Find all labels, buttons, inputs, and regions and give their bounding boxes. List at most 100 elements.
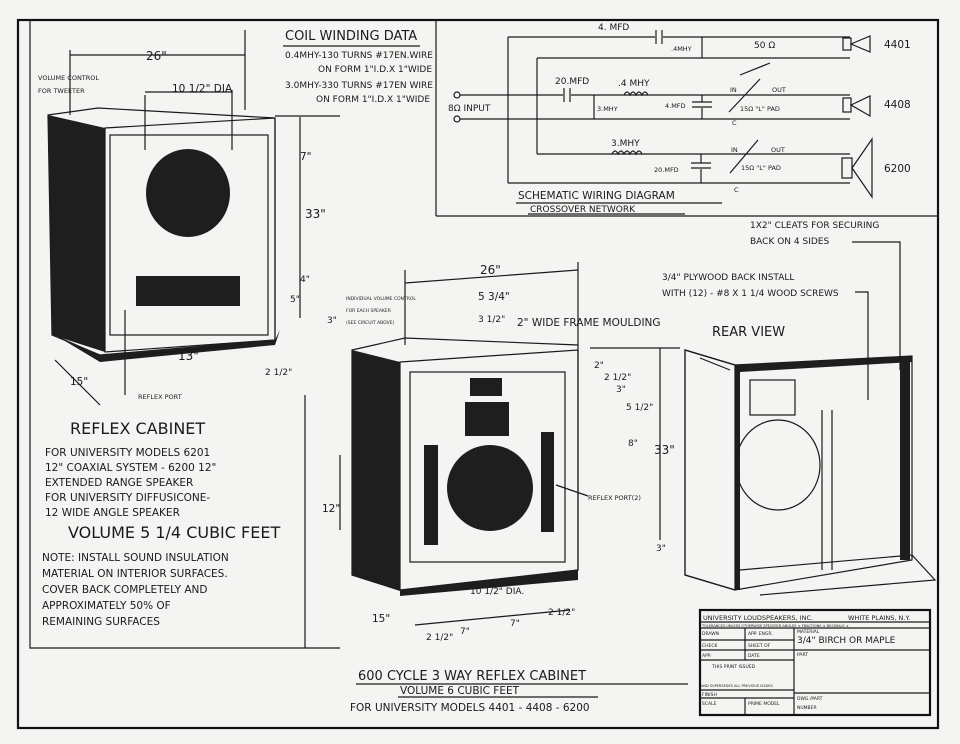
drawing-label: 600 CYCLE 3 WAY REFLEX CABINET xyxy=(358,669,586,684)
drawing-label: .4MHY xyxy=(671,45,692,53)
drawing-label: 3 1/2" xyxy=(478,315,505,325)
drawing-label: 5 3/4" xyxy=(478,291,510,303)
rear-view-drawing: REAR VIEW 1X2" CLEATS FOR SECURING BACK … xyxy=(662,221,937,596)
drawing-label: NUMBER xyxy=(797,705,817,711)
drawing-label: WHITE PLAINS, N.Y. xyxy=(848,614,910,622)
drawing-label: 6200 xyxy=(884,163,911,175)
drawing-label: CROSSOVER NETWORK xyxy=(530,205,636,215)
title-block: UNIVERSITY LOUDSPEAKERS, INC. WHITE PLAI… xyxy=(698,608,932,717)
input-terminal xyxy=(453,115,461,123)
three-way-cabinet-drawing: 26" INDIVIDUAL VOLUME CONTROL FOR EACH S… xyxy=(322,262,688,714)
drawing-label: OUT xyxy=(771,146,785,154)
drawing-label: APPROXIMATELY 50% OF xyxy=(42,600,171,612)
drawing-label: NOTE: INSTALL SOUND INSULATION xyxy=(42,552,229,564)
drawing-label: 3.MHY xyxy=(597,105,618,113)
drawing-label: APP. ENGR. xyxy=(748,631,773,637)
drawing-label: VOLUME 6 CUBIC FEET xyxy=(400,685,520,697)
drawing-label: SHEET OF xyxy=(748,643,771,649)
drawing-label: 0.4MHY-130 TURNS #17EN.WIRE xyxy=(285,51,433,61)
drawing-label: REFLEX PORT(2) xyxy=(588,494,641,502)
drawing-label: 3" xyxy=(327,316,337,326)
drawing-label: VOLUME CONTROL xyxy=(38,74,99,82)
drawing-label: DRAWN xyxy=(702,631,719,637)
drawing-label: REAR VIEW xyxy=(712,325,785,340)
drawing-label: AND SUPERSEDES ALL PREVIOUS ISSUES xyxy=(701,684,774,688)
drawing-label: 13" xyxy=(178,349,199,363)
drawing-label: 7" xyxy=(300,151,312,163)
schematic-wiring-diagram: 4. MFD .4MHY 50 Ω 20.MFD .4 MHY 3.MHY 4.… xyxy=(448,23,911,215)
drawing-label: WITH (12) - #8 X 1 1/4 WOOD SCREWS xyxy=(662,289,839,299)
drawing-label: FOR UNIVERSITY DIFFUSICONE- xyxy=(45,492,210,504)
drawing-label: DWG./PART xyxy=(797,696,823,702)
drawing-label: 5 1/2" xyxy=(626,403,653,413)
drawing-label: 2" WIDE FRAME MOULDING xyxy=(517,317,661,329)
drawing-label: OUT xyxy=(772,86,786,94)
drawing-label: VOLUME 5 1/4 CUBIC FEET xyxy=(68,523,280,542)
drawing-label: 4. MFD xyxy=(598,23,629,33)
drawing-label: FINISH xyxy=(702,692,717,698)
drawing-label: 50 Ω xyxy=(754,41,775,51)
drawing-label: 33" xyxy=(654,443,675,457)
drawing-label: 2 1/2" xyxy=(604,373,631,383)
drawing-label: 2 1/2" xyxy=(426,633,453,643)
drawing-label: 3/4" PLYWOOD BACK INSTALL xyxy=(662,273,794,283)
drawing-label: PRIME MODEL xyxy=(748,701,780,707)
coil-winding-data: COIL WINDING DATA 0.4MHY-130 TURNS #17EN… xyxy=(283,29,433,105)
drawing-label: INDIVIDUAL VOLUME CONTROL xyxy=(346,296,416,302)
speaker-cutout xyxy=(447,445,533,531)
drawing-label: 15" xyxy=(70,376,88,388)
sheet-border xyxy=(16,18,940,730)
drawing-label: REFLEX CABINET xyxy=(70,419,205,438)
drawing-label: .4 MHY xyxy=(618,79,650,89)
drawing-label: 4" xyxy=(300,275,310,285)
reflex-port xyxy=(136,276,240,306)
drawing-label: 12" xyxy=(322,503,340,515)
drawing-label: 1X2" CLEATS FOR SECURING xyxy=(750,221,879,231)
drawing-label: 3.MHY xyxy=(611,139,640,149)
drawing-label: C xyxy=(734,186,739,194)
drawing-label: CHECK xyxy=(702,643,719,649)
drawing-label: 4408 xyxy=(884,99,911,111)
drawing-label: 33" xyxy=(305,207,326,221)
reflex-cabinet-drawing: 26" 10 1/2" DIA VOLUME CONTROL FOR TWEET… xyxy=(38,30,340,628)
drawing-label: ON FORM 1"I.D.X 1"WIDE xyxy=(318,65,432,75)
drawing-label: 20.MFD xyxy=(654,166,679,174)
drawing-label: (SEE CIRCUIT ABOVE) xyxy=(346,320,395,326)
drawing-label: SCHEMATIC WIRING DIAGRAM xyxy=(518,190,675,202)
drawing-label: FOR UNIVERSITY MODELS 4401 - 4408 - 6200 xyxy=(350,702,590,714)
drawing-label: 10 1/2" DIA. xyxy=(470,587,524,597)
drawing-label: 12 WIDE ANGLE SPEAKER xyxy=(45,507,180,519)
drawing-label: 3.0MHY-330 TURNS #17EN WIRE xyxy=(285,81,433,91)
drawing-label: REMAINING SURFACES xyxy=(42,616,160,628)
drawing-label: 3" xyxy=(616,385,626,395)
drawing-label: COIL WINDING DATA xyxy=(285,29,417,44)
drawing-label: 8Ω INPUT xyxy=(448,104,491,114)
drawing-label: 4.MFD xyxy=(665,102,686,110)
drawing-label: 20.MFD xyxy=(555,77,589,87)
drawing-label: FOR EACH SPEAKER xyxy=(346,308,391,314)
drawing-label: IN xyxy=(731,146,738,154)
drawing-label: MATERIAL xyxy=(797,629,820,635)
drawing-label: SCALE xyxy=(702,701,717,707)
drawing-label: 10 1/2" DIA xyxy=(172,83,233,95)
drawing-label: PART xyxy=(797,652,808,658)
drawing-label: 2" xyxy=(594,361,604,371)
drawing-label: 2 1/2" xyxy=(265,368,292,378)
drawing-label: THIS PRINT ISSUED xyxy=(711,664,756,670)
drawing-label: TOLERANCES UNLESS OTHERWISE SPECIFIED AN… xyxy=(701,624,849,628)
drawing-label: DATE xyxy=(748,653,760,659)
drawing-label: BACK ON 4 SIDES xyxy=(750,237,829,247)
drawing-label: 3/4" BIRCH OR MAPLE xyxy=(797,636,896,646)
drawing-label: C xyxy=(732,119,737,127)
drawing-label: 5" xyxy=(290,295,300,305)
drawing-label: 4401 xyxy=(884,39,911,51)
drawing-label: ON FORM 1"I.D.X 1"WIDE xyxy=(316,95,430,105)
speaker-cutout xyxy=(146,149,230,237)
drawing-label: 15" xyxy=(372,613,390,625)
drawing-label: EXTENDED RANGE SPEAKER xyxy=(45,477,193,489)
drawing-label: 7" xyxy=(510,619,520,629)
drawing-label: REFLEX PORT xyxy=(138,393,182,401)
drawing-label: UNIVERSITY LOUDSPEAKERS, INC. xyxy=(703,614,813,622)
drawing-label: 7" xyxy=(460,627,470,637)
